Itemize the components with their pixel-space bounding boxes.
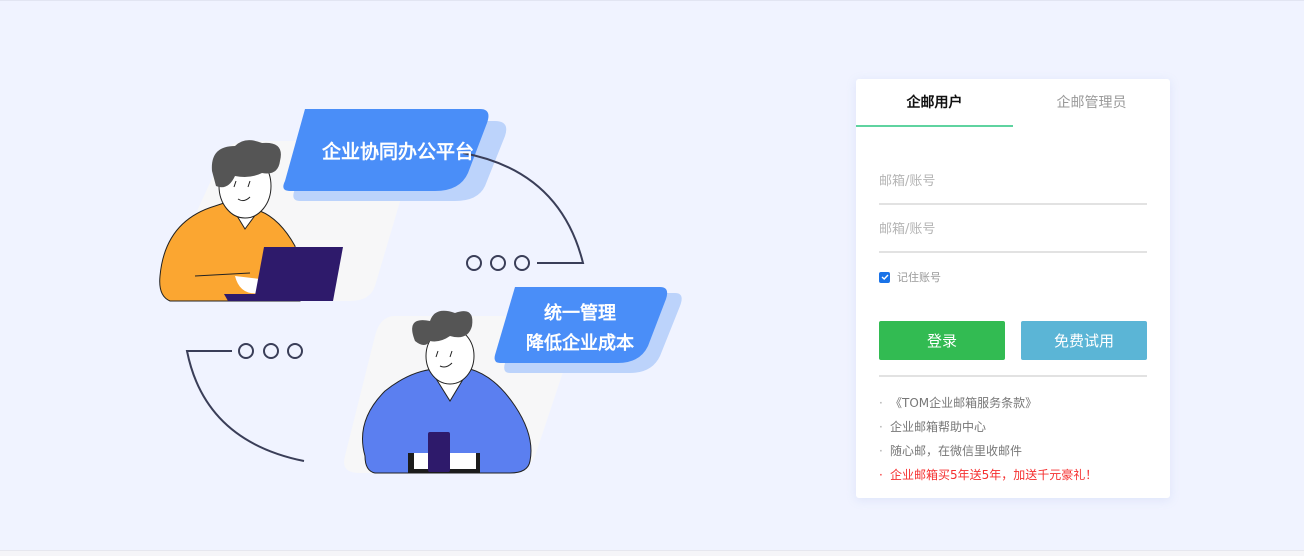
- footer-strip: [0, 550, 1304, 556]
- hero-illustration: 企业协同办公平台 统一管理 降低企业成本: [150, 101, 690, 481]
- link-service-terms[interactable]: 《TOM企业邮箱服务条款》: [879, 391, 1147, 415]
- check-icon: [881, 274, 889, 280]
- help-links: 《TOM企业邮箱服务条款》 企业邮箱帮助中心 随心邮，在微信里收邮件 企业邮箱买…: [879, 391, 1147, 487]
- promotion-link[interactable]: 企业邮箱买5年送5年，加送千元豪礼！: [890, 468, 1098, 482]
- action-buttons: 登录 免费试用: [879, 321, 1147, 360]
- remember-account[interactable]: 记住账号: [879, 269, 1147, 285]
- bubble-title-collaboration: 企业协同办公平台: [321, 141, 474, 163]
- link-help-center[interactable]: 企业邮箱帮助中心: [879, 415, 1147, 439]
- login-button[interactable]: 登录: [879, 321, 1005, 360]
- wechat-mail-link[interactable]: 随心邮，在微信里收邮件: [890, 444, 1023, 458]
- person-phone: [362, 310, 532, 474]
- person-laptop: [159, 140, 343, 302]
- tab-mail-user[interactable]: 企邮用户: [856, 79, 1013, 127]
- account-field-wrapper: [879, 159, 1147, 205]
- illustration-graphic: [159, 109, 682, 474]
- login-card: 企邮用户 企邮管理员 记住账号 登录 免费试用 《TOM企业邮箱服务条款》 企业…: [856, 79, 1170, 498]
- link-wechat-mail[interactable]: 随心邮，在微信里收邮件: [879, 439, 1147, 463]
- remember-checkbox[interactable]: [879, 271, 890, 283]
- bubble2-line2: 降低企业成本: [526, 333, 634, 354]
- link-promotion[interactable]: 企业邮箱买5年送5年，加送千元豪礼！: [879, 463, 1147, 487]
- remember-label: 记住账号: [897, 271, 941, 284]
- tab-mail-admin[interactable]: 企邮管理员: [1056, 95, 1127, 111]
- service-terms-link[interactable]: 《TOM企业邮箱服务条款》: [890, 396, 1038, 410]
- bubble-title-management: 统一管理 降低企业成本: [510, 299, 650, 359]
- login-form: 记住账号 登录 免费试用 《TOM企业邮箱服务条款》 企业邮箱帮助中心 随心邮，…: [856, 159, 1170, 487]
- password-field-wrapper: [879, 205, 1147, 253]
- free-trial-button[interactable]: 免费试用: [1021, 321, 1147, 360]
- login-tabs: 企邮用户 企邮管理员: [856, 79, 1170, 127]
- help-center-link[interactable]: 企业邮箱帮助中心: [890, 420, 987, 434]
- account-input[interactable]: [879, 174, 1147, 189]
- bubble2-line1: 统一管理: [544, 303, 616, 324]
- divider: [879, 375, 1147, 377]
- password-input[interactable]: [879, 222, 1147, 237]
